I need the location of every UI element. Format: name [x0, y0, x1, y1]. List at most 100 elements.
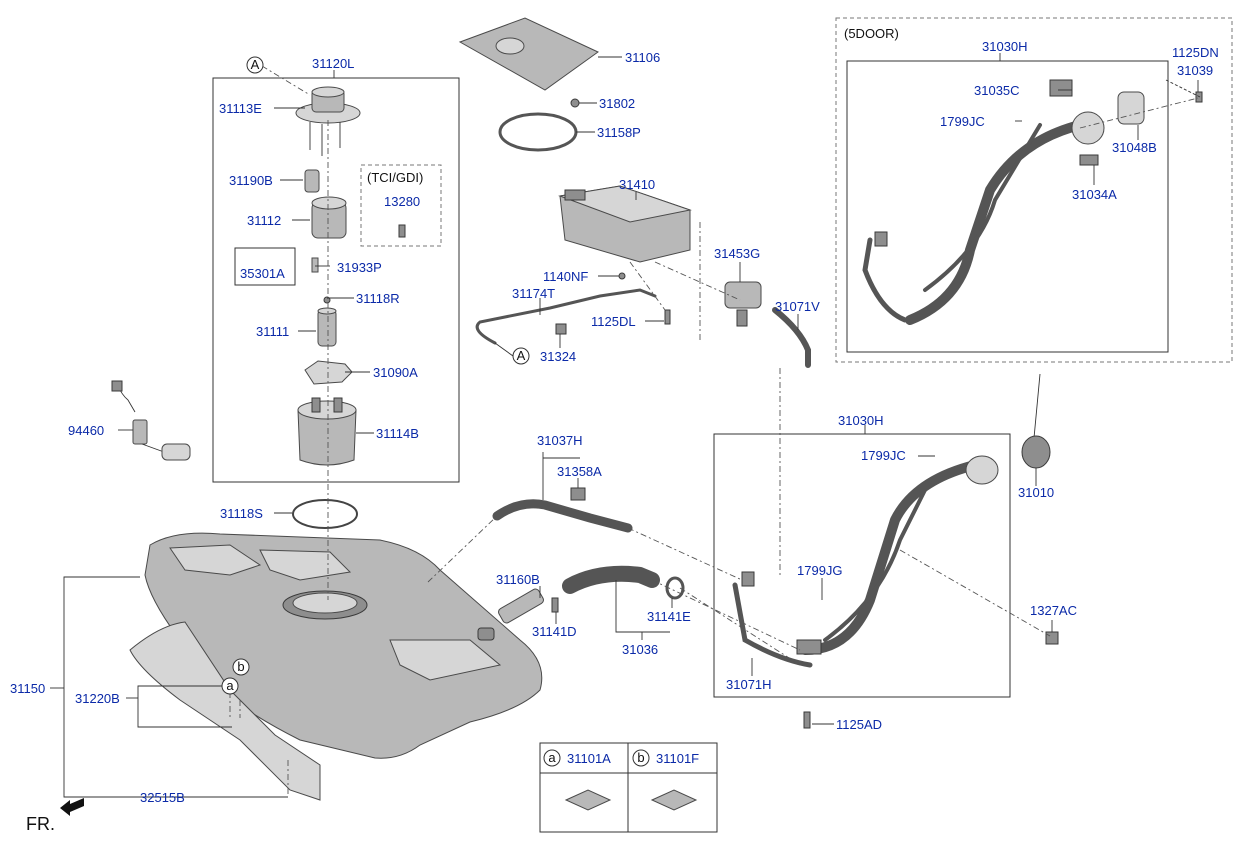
clip-31324 [555, 323, 567, 335]
part-number-31120l[interactable]: 31120L [312, 56, 354, 71]
part-number-31071h[interactable]: 31071H [726, 677, 772, 692]
breather-hose [492, 499, 633, 533]
pad-31101f [650, 789, 698, 811]
part-number-1125ad[interactable]: 1125AD [836, 717, 882, 732]
hose-31160b [498, 588, 544, 624]
part-number-1327ac[interactable]: 1327AC [1030, 603, 1077, 618]
part-number-31101f[interactable]: 31101F [656, 751, 699, 766]
part-number-31113e[interactable]: 31113E [219, 101, 262, 116]
clip-31358a [570, 487, 586, 501]
fuel-filter [311, 196, 347, 239]
svg-text:b: b [237, 659, 244, 674]
callout-a-legend: a [543, 749, 561, 767]
bolt-1125dl [664, 309, 671, 325]
charcoal-canister [558, 185, 692, 263]
part-number-31150[interactable]: 31150 [10, 681, 45, 696]
part-number-31453g[interactable]: 31453G [714, 246, 760, 261]
pressure-sensor [398, 224, 406, 238]
part-number-31010[interactable]: 31010 [1018, 485, 1054, 500]
fuel-cap [1021, 373, 1051, 469]
part-number-31048b[interactable]: 31048B [1112, 140, 1157, 155]
part-number-31160b[interactable]: 31160B [496, 572, 540, 587]
leader-lines [50, 53, 1203, 798]
pad-31101a [564, 789, 612, 811]
clamp-31141e [665, 576, 685, 600]
part-number-31111[interactable]: 31111 [256, 324, 289, 339]
callout-b-tank: b [232, 658, 250, 676]
bolt-1125ad [803, 711, 811, 729]
5door-variant-box [835, 17, 1233, 363]
reservoir-cup [297, 397, 357, 466]
part-number-31106[interactable]: 31106 [625, 50, 660, 65]
svg-text:a: a [548, 750, 556, 765]
part-number-31030h-5door[interactable]: 31030H [982, 39, 1028, 54]
fuel-pump-motor [317, 307, 337, 347]
part-number-31036[interactable]: 31036 [622, 642, 658, 657]
sub-bracket-box [234, 247, 296, 286]
part-number-31035c[interactable]: 31035C [974, 83, 1020, 98]
part-number-31118r[interactable]: 31118R [356, 291, 400, 306]
callout-b-legend: b [632, 749, 650, 767]
part-number-1140nf[interactable]: 1140NF [543, 269, 588, 284]
part-number-31101a[interactable]: 31101A [567, 751, 611, 766]
part-number-31358a[interactable]: 31358A [557, 464, 602, 479]
fuel-pump-module-box [212, 77, 460, 483]
part-number-31802[interactable]: 31802 [599, 96, 635, 111]
canister-valve [724, 281, 762, 327]
part-number-31141e[interactable]: 31141E [647, 609, 691, 624]
callout-a-tank: a [221, 677, 239, 695]
svg-text:A: A [251, 57, 260, 72]
part-number-31141d[interactable]: 31141D [532, 624, 577, 639]
clip-1140nf [618, 272, 626, 280]
filler-neck-5door-box [846, 60, 1169, 353]
part-number-31118s[interactable]: 31118S [220, 506, 263, 521]
tank-protector [129, 621, 321, 801]
svg-text:b: b [637, 750, 644, 765]
pump-flange [295, 86, 361, 156]
part-number-31034a[interactable]: 31034A [1072, 187, 1117, 202]
bolt-31802 [570, 98, 580, 108]
filler-neck-box [713, 433, 1011, 698]
part-number-31220b[interactable]: 31220B [75, 691, 120, 706]
part-number-31030h[interactable]: 31030H [838, 413, 884, 428]
cover-seal [498, 112, 578, 152]
front-direction-label: FR. [26, 814, 55, 834]
part-number-31324[interactable]: 31324 [540, 349, 576, 364]
o-ring-small [323, 296, 331, 304]
part-number-31410[interactable]: 31410 [619, 177, 655, 192]
callout-A-top: A [246, 56, 264, 74]
fuel-level-sender [111, 380, 191, 461]
part-number-32515b[interactable]: 32515B [140, 790, 185, 805]
pad-legend-table [539, 742, 718, 833]
part-number-31158p[interactable]: 31158P [597, 125, 641, 140]
vent-hose-top [772, 307, 811, 368]
tci-gdi-box [360, 164, 442, 247]
part-number-1799jg[interactable]: 1799JG [797, 563, 843, 578]
part-number-31114b[interactable]: 31114B [376, 426, 419, 441]
regulator [311, 257, 319, 273]
part-number-13280[interactable]: 13280 [384, 194, 420, 209]
svg-text:A: A [517, 348, 526, 363]
part-number-35301a[interactable]: 35301A [240, 266, 285, 281]
bolt-1327ac [1045, 631, 1059, 645]
part-number-31037h[interactable]: 31037H [537, 433, 583, 448]
callout-A-tube: A [494, 342, 530, 365]
part-number-1125dn[interactable]: 1125DN [1172, 45, 1219, 60]
part-number-31090a[interactable]: 31090A [373, 365, 418, 380]
part-number-94460[interactable]: 94460 [68, 423, 104, 438]
part-number-1125dl[interactable]: 1125DL [591, 314, 636, 329]
part-31190b [304, 169, 320, 193]
part-number-31112[interactable]: 31112 [247, 213, 281, 228]
arrow-front-icon [60, 798, 84, 816]
part-number-1799jc-5door[interactable]: 1799JC [940, 114, 985, 129]
part-number-31039[interactable]: 31039 [1177, 63, 1213, 78]
filler-neck-5door [862, 79, 1203, 325]
part-number-31190b[interactable]: 31190B [229, 173, 273, 188]
part-number-1799jc[interactable]: 1799JC [861, 448, 906, 463]
part-number-31933p[interactable]: 31933P [337, 260, 382, 275]
part-number-31174t[interactable]: 31174T [512, 286, 555, 301]
part-number-31071v[interactable]: 31071V [775, 299, 820, 314]
vapor-tube [475, 288, 657, 345]
tank-seal-ring [292, 499, 358, 529]
